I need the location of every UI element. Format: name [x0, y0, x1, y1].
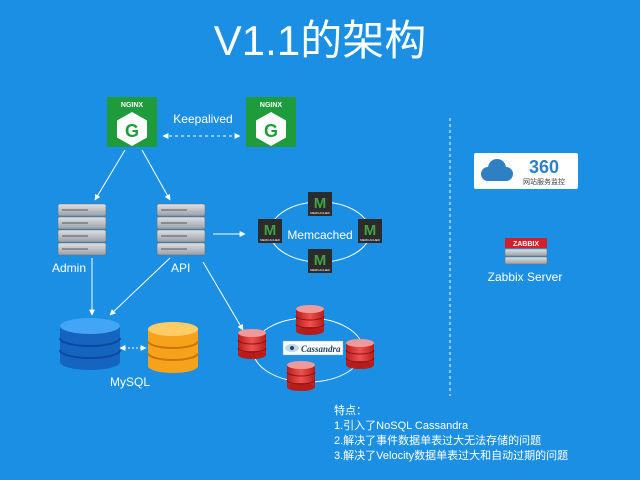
api-server-icon: [156, 203, 206, 256]
arrow-nginx-admin: [94, 149, 126, 201]
svg-text:M: M: [264, 222, 277, 239]
nginx-node-right: NGINX G: [246, 97, 296, 147]
arrow-api-mysql: [109, 257, 171, 316]
memcached-node-left: M MEMCACHED: [258, 219, 282, 243]
cassandra-node-bottom: [286, 361, 316, 391]
mysql-db-orange-icon: [147, 322, 199, 373]
mysql-db-blue-icon: [59, 318, 121, 370]
zabbix-badge-text: ZABBIX: [513, 241, 539, 248]
svg-text:M: M: [364, 222, 377, 239]
notes-item-1: 1.引入了NoSQL Cassandra: [334, 420, 469, 432]
memcached-node-text: MEMCACHED: [310, 268, 331, 272]
nginx-label: NGINX: [121, 102, 144, 109]
svg-text:G: G: [125, 121, 139, 141]
page-title: V1.1的架构: [214, 17, 426, 64]
zabbix-label: Zabbix Server: [488, 270, 563, 284]
cloud-icon: [481, 159, 513, 181]
svg-text:M: M: [314, 252, 327, 269]
api-label: API: [171, 261, 190, 275]
memcached-node-text: MEMCACHED: [310, 211, 331, 215]
cassandra-label: Cassandra: [301, 344, 341, 354]
memcached-label: Memcached: [287, 228, 352, 242]
memcached-node-right: M MEMCACHED: [358, 219, 382, 243]
notes-item-2: 2.解决了事件数据单表过大无法存储的问题: [334, 435, 542, 447]
features-notes: 特点： 1.引入了NoSQL Cassandra 2.解决了事件数据单表过大无法…: [334, 404, 634, 464]
cassandra-node-right: [345, 339, 375, 369]
cassandra-logo: Cassandra: [282, 340, 344, 356]
monitor-360-logo: 360 网站服务监控: [474, 153, 578, 189]
notes-heading: 特点：: [334, 405, 367, 417]
nginx-logo-icon: G: [256, 112, 286, 146]
nginx-logo-icon: G: [117, 112, 147, 146]
mysql-label: MySQL: [110, 375, 150, 389]
memcached-node-text: MEMCACHED: [260, 238, 281, 242]
cassandra-node-left: [237, 329, 267, 359]
cassandra-node-top: [295, 305, 325, 335]
admin-server-icon: [57, 203, 107, 256]
cassandra-eye-icon: [285, 344, 299, 352]
memcached-node-text: MEMCACHED: [360, 238, 381, 242]
memcached-node-bottom: M MEMCACHED: [308, 249, 332, 273]
admin-label: Admin: [52, 261, 86, 275]
nginx-label: NGINX: [260, 102, 283, 109]
arrow-nginx-api: [141, 149, 171, 201]
keepalived-label: Keepalived: [173, 112, 232, 126]
nginx-node-left: NGINX G: [107, 97, 157, 147]
monitor-360-subtext: 网站服务监控: [523, 177, 565, 186]
zabbix-server-icon: ZABBIX: [504, 238, 548, 265]
memcached-node-top: M MEMCACHED: [308, 192, 332, 216]
arrow-api-cassandra: [202, 261, 244, 331]
svg-text:M: M: [314, 195, 327, 212]
notes-item-3: 3.解决了Velocity数据单表过大和自动过期的问题: [334, 450, 569, 462]
monitor-360-text: 360: [529, 157, 559, 177]
svg-text:G: G: [264, 121, 278, 141]
